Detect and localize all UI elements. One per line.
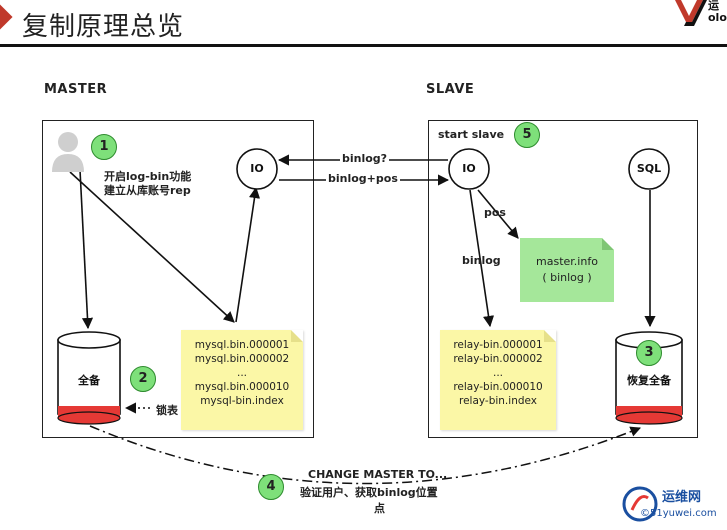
binlog-to-io-arrow: [235, 186, 261, 323]
relay-binlog-label: binlog: [462, 254, 501, 267]
master-binlog-note: mysql.bin.000001 mysql.bin.000002 ... my…: [181, 330, 303, 430]
master-info-filename: master.info: [536, 255, 598, 268]
step-badge-1: 1: [91, 134, 117, 160]
slave-io-circle: [448, 148, 490, 190]
start-slave-label: start slave: [438, 128, 505, 141]
binlog-pos-label: binlog+pos: [326, 172, 400, 185]
step-badge-5: 5: [514, 122, 540, 148]
user-to-binlog-arrow: [69, 171, 235, 323]
title-divider: [0, 44, 727, 47]
note-fold-icon: [291, 330, 303, 342]
master-section-label: MASTER: [44, 82, 108, 97]
binlog-ellipsis: ...: [236, 367, 247, 379]
slave-section-label: SLAVE: [426, 82, 475, 97]
step-badge-3: 3: [636, 340, 662, 366]
title-bar: [0, 0, 727, 48]
note-fold-icon: [602, 238, 614, 250]
change-master-line3: 点: [374, 502, 385, 515]
relay-file-2: relay-bin.000002: [453, 353, 543, 365]
relay-log-note: relay-bin.000001 relay-bin.000002 ... re…: [440, 330, 556, 430]
master-setup-line1: 开启log-bin功能: [104, 170, 192, 183]
brand-logo-icon: [675, 0, 707, 26]
relay-index: relay-bin.index: [458, 395, 538, 407]
change-master-arc: [89, 425, 641, 485]
lock-table-label: 锁表: [156, 404, 178, 417]
step-badge-4: 4: [258, 474, 284, 500]
change-master-line2: 验证用户、获取binlog位置: [300, 486, 438, 499]
change-master-line1: CHANGE MASTER TO...: [308, 468, 448, 481]
admin-user-icon: [52, 132, 84, 172]
master-info-content: ( binlog ): [542, 271, 592, 284]
slave-sql-label: SQL: [636, 162, 662, 175]
binlog-file-1: mysql.bin.000001: [194, 339, 290, 351]
note-fold-icon: [544, 330, 556, 342]
pos-label: pos: [484, 206, 506, 219]
watermark-brand: 运维网: [662, 490, 702, 505]
relay-file-1: relay-bin.000001: [453, 339, 543, 351]
step-badge-2: 2: [130, 366, 156, 392]
backup-cylinder: [57, 331, 121, 425]
brand-logo-text: 运 olo: [708, 0, 727, 24]
io-to-masterinfo-arrow: [477, 189, 519, 239]
user-to-backup-arrow: [79, 169, 94, 330]
watermark-logo-icon: [622, 486, 658, 522]
binlog-file-10: mysql.bin.000010: [194, 381, 290, 393]
io-to-relay-arrow: [469, 189, 495, 328]
relay-file-10: relay-bin.000010: [453, 381, 543, 393]
binlog-request-label: binlog?: [340, 152, 390, 165]
master-info-note: master.info ( binlog ): [520, 238, 614, 302]
watermark-domain: ©51yuwei.com: [640, 508, 717, 519]
master-io-label: IO: [250, 162, 264, 175]
restore-label: 恢复全备: [627, 374, 671, 387]
master-setup-line2: 建立从库账号rep: [104, 184, 191, 197]
slave-sql-circle: [628, 148, 670, 190]
slave-io-label: IO: [462, 162, 476, 175]
page-title: 复制原理总览: [22, 12, 185, 42]
backup-label: 全备: [78, 374, 100, 387]
master-io-circle: [236, 148, 278, 190]
binlog-file-2: mysql.bin.000002: [194, 353, 290, 365]
binlog-index: mysql-bin.index: [200, 395, 284, 407]
relay-ellipsis: ...: [492, 367, 503, 379]
